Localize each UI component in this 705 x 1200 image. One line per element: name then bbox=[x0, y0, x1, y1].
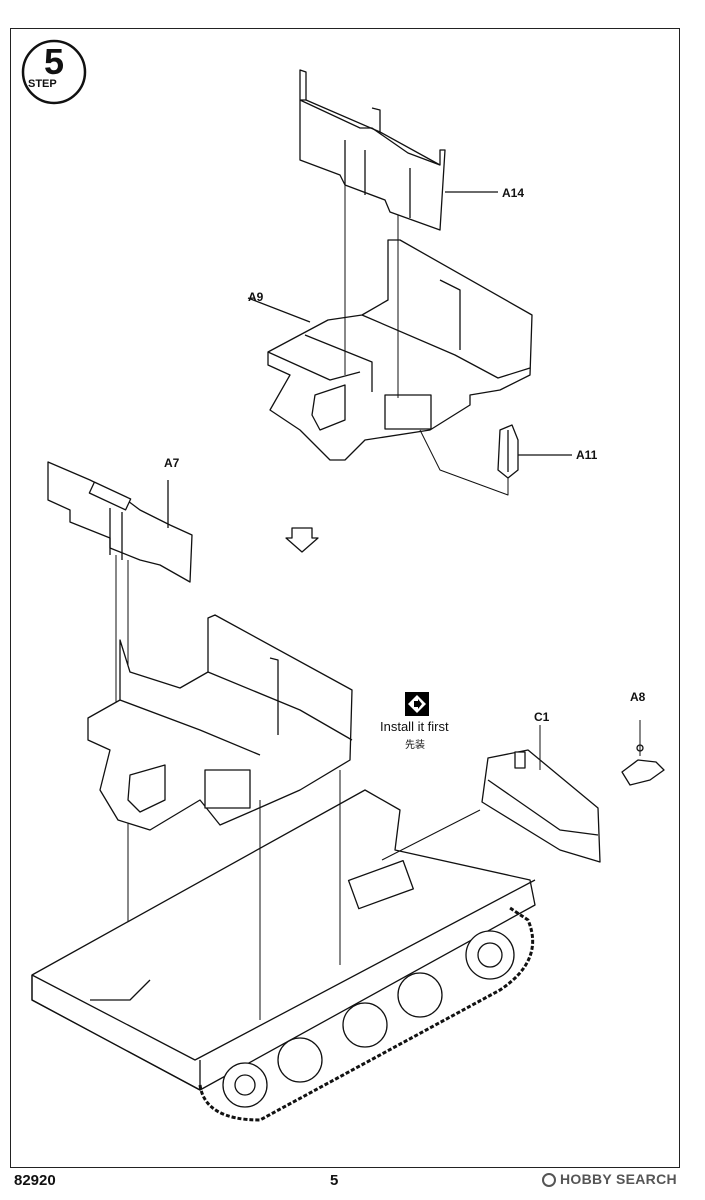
part-a14-backrest bbox=[299, 69, 498, 231]
part-a11 bbox=[419, 424, 572, 496]
step-badge: 5 STEP bbox=[22, 40, 86, 104]
diamond-arrow-icon bbox=[405, 692, 429, 716]
hull bbox=[31, 770, 536, 1091]
step-badge-circle bbox=[21, 39, 87, 105]
label-a8: A8 bbox=[630, 690, 646, 704]
part-a9-seat bbox=[247, 239, 533, 461]
label-a14: A14 bbox=[502, 186, 525, 200]
label-a7: A7 bbox=[164, 456, 180, 470]
install-first-note: Install it first bbox=[380, 719, 449, 734]
step-number: 5 bbox=[43, 41, 65, 82]
watermark-text: HOBBY SEARCH bbox=[560, 1171, 677, 1187]
install-first-note-zh: 先装 bbox=[405, 740, 425, 751]
part-seat-assembly bbox=[87, 614, 353, 831]
kit-code: 82920 bbox=[14, 1172, 56, 1189]
part-c1 bbox=[481, 725, 601, 863]
hobbysearch-logo-icon bbox=[542, 1173, 556, 1187]
page-frame bbox=[10, 28, 680, 1168]
step-word: STEP bbox=[28, 78, 57, 90]
label-a11: A11 bbox=[576, 448, 598, 462]
label-c1: C1 bbox=[534, 710, 550, 724]
down-arrow-icon bbox=[285, 527, 319, 553]
part-a8 bbox=[621, 720, 665, 786]
page-number: 5 bbox=[330, 1172, 339, 1189]
label-a9: A9 bbox=[248, 290, 264, 304]
track-assembly bbox=[198, 906, 535, 1122]
watermark: HOBBY SEARCH bbox=[542, 1171, 677, 1187]
